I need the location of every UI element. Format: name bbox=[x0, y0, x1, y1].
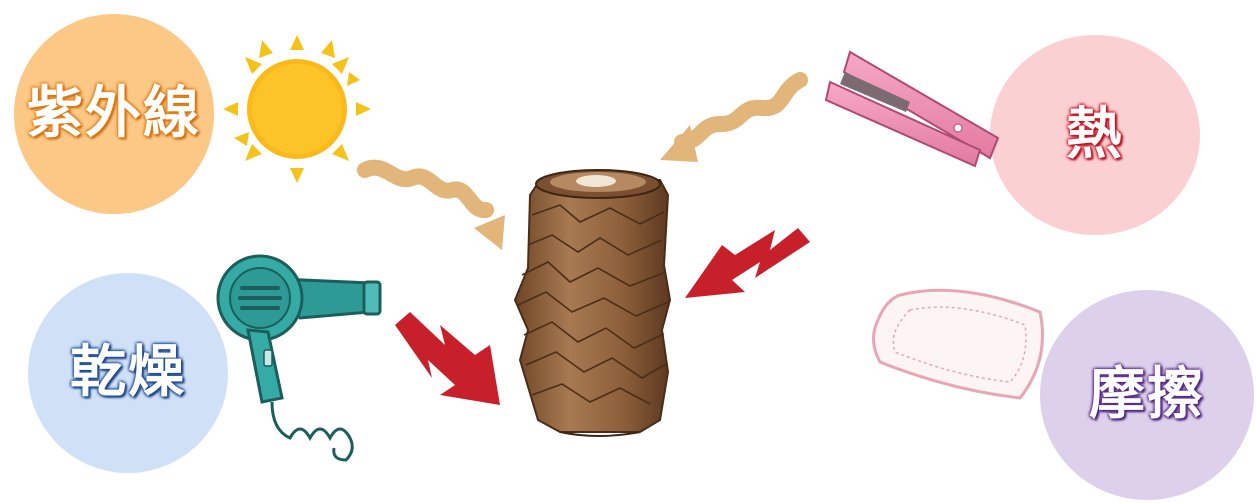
pillow-icon bbox=[873, 290, 1042, 398]
zigzag-arrow-icon bbox=[395, 312, 500, 405]
wavy-arrow-icon bbox=[660, 80, 800, 162]
wavy-arrow-icon bbox=[365, 168, 505, 250]
sun-icon bbox=[223, 35, 371, 183]
damaged-hair-strand-icon bbox=[515, 170, 670, 436]
hair-dryer-icon bbox=[218, 256, 380, 460]
zigzag-arrow-icon bbox=[685, 228, 810, 298]
hair-iron-icon bbox=[826, 52, 998, 166]
